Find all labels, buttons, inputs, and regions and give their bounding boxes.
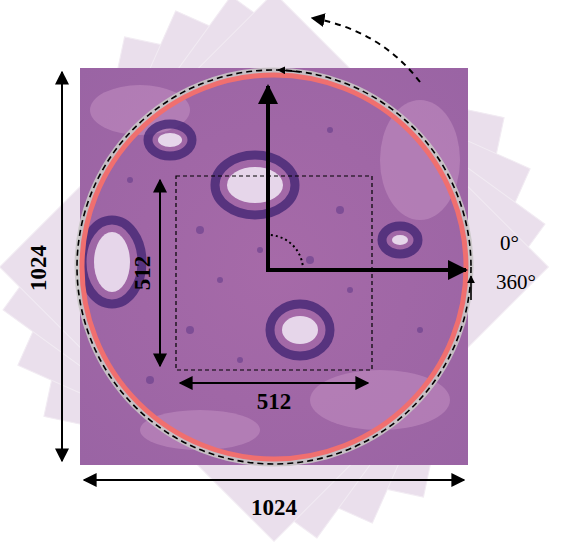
circle-direction-arrow [278, 70, 300, 72]
dimension-label: 512 [131, 256, 154, 291]
dimension-label: 1024 [27, 245, 50, 291]
dimension-label: 1024 [251, 496, 297, 519]
dimension-arrows [62, 72, 464, 480]
rotation-arrow [312, 18, 420, 82]
dashed-circle [77, 70, 471, 464]
angle-label: 360° [496, 272, 536, 293]
angle-label: 0° [500, 233, 519, 254]
rotation-circle [82, 75, 466, 459]
dimension-label: 512 [257, 390, 292, 413]
angle-axes [268, 86, 466, 272]
rotated-copies [0, 0, 548, 541]
start-arrow [470, 276, 472, 300]
angle-arc [268, 235, 303, 270]
crop-square [176, 176, 372, 370]
rotation-halo [78, 71, 470, 463]
